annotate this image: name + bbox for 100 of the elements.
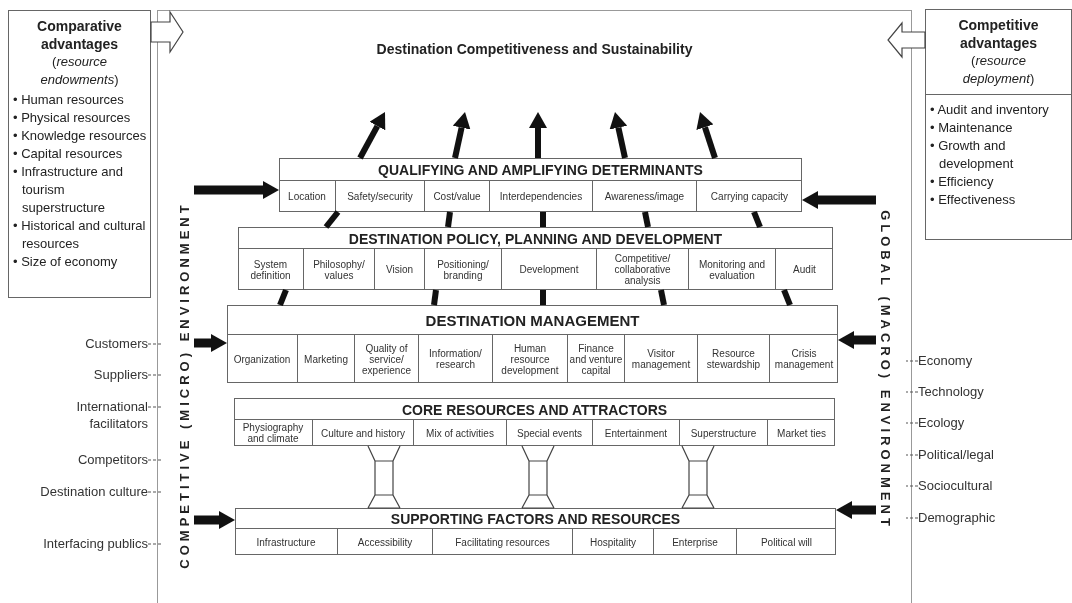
advantages-panel xyxy=(8,10,151,298)
connector-line xyxy=(642,211,651,228)
connector-line xyxy=(431,289,439,306)
factor-cell: Special events xyxy=(506,419,592,446)
factor-label: Suppliers xyxy=(40,366,148,383)
connector-line xyxy=(540,290,546,305)
bullet-item: • Growth and development xyxy=(930,137,1015,173)
factor-cell: Culture and history xyxy=(312,419,413,446)
section-panel xyxy=(234,398,835,446)
factor-cell: Development xyxy=(501,248,596,290)
bullet-item: • Knowledge resources xyxy=(13,127,148,145)
factor-cell: Visitor management xyxy=(624,334,697,383)
factor-cell: Carrying capacity xyxy=(696,180,802,212)
leader-line xyxy=(905,454,919,456)
leader-line xyxy=(905,485,919,487)
factor-cell: Mix of activities xyxy=(413,419,506,446)
bullet-item: • Efficiency xyxy=(930,173,995,191)
factor-cell: Hospitality xyxy=(572,528,653,555)
leader-line xyxy=(147,406,164,408)
connector-line xyxy=(781,288,793,307)
factor-label: Technology xyxy=(918,383,1068,400)
factor-cell: Accessibility xyxy=(337,528,432,555)
environment-label: GLOBAL (MACRO) ENVIRONMENT xyxy=(876,180,894,560)
connector-line xyxy=(323,210,341,229)
connector-line xyxy=(277,288,289,307)
hollow-arrow xyxy=(150,9,184,55)
factor-label: Ecology xyxy=(918,414,1068,431)
section-panel xyxy=(227,305,838,383)
factor-cell: Interdependencies xyxy=(489,180,592,212)
section-heading: DESTINATION MANAGEMENT xyxy=(424,311,641,331)
factor-label: Competitors xyxy=(40,451,148,468)
section-heading: DESTINATION POLICY, PLANNING AND DEVELOPMENT xyxy=(347,229,724,249)
arrow xyxy=(838,331,876,349)
factor-cell: Superstructure xyxy=(679,419,767,446)
panel-heading: Comparative advantages xyxy=(36,17,123,53)
environment-label: COMPETITIVE (MICRO) ENVIRONMENT xyxy=(176,170,194,600)
factor-label: Demographic xyxy=(918,509,1068,526)
factor-label: Political/legal xyxy=(918,446,1068,463)
factor-cell: Enterprise xyxy=(653,528,736,555)
leader-line xyxy=(905,360,919,362)
factor-label: Economy xyxy=(918,352,1068,369)
leader-line xyxy=(147,543,164,545)
factor-cell: Information/ research xyxy=(418,334,492,383)
arrow xyxy=(194,511,235,529)
bullet-item: • Historical and cultural resources xyxy=(13,217,147,253)
diagram-title: Destination Competitiveness and Sustainability xyxy=(375,41,694,57)
factor-cell: Infrastructure xyxy=(235,528,337,555)
bullet-item: • Physical resources xyxy=(13,109,132,127)
factor-cell: System definition xyxy=(238,248,303,290)
arrow xyxy=(609,112,628,159)
arrow xyxy=(194,181,279,199)
factor-label: International facilitators xyxy=(40,398,148,432)
bullet-item: • Size of economy xyxy=(13,253,119,271)
factor-cell: Facilitating resources xyxy=(432,528,572,555)
arrow xyxy=(836,501,876,519)
factor-cell: Cost/value xyxy=(424,180,489,212)
leader-line xyxy=(905,422,919,424)
section-heading: SUPPORTING FACTORS AND RESOURCES xyxy=(389,510,682,529)
factor-cell: Physiography and climate xyxy=(234,419,312,446)
factor-label: Sociocultural xyxy=(918,477,1068,494)
section-heading: QUALIFYING AND AMPLIFYING DETERMINANTS xyxy=(377,161,704,180)
factor-cell: Philosophy/ values xyxy=(303,248,374,290)
panel-subheading: (resource deployment) xyxy=(961,52,1036,88)
leader-line xyxy=(147,374,164,376)
factor-cell: Political will xyxy=(736,528,836,555)
factor-cell: Human resource development xyxy=(492,334,567,383)
connector-line xyxy=(445,211,453,228)
section-panel xyxy=(279,158,802,212)
bullet-item: • Infrastructure and tourism superstructure xyxy=(13,163,125,217)
connector-line xyxy=(751,210,763,229)
bullet-item: • Audit and inventory xyxy=(930,101,1050,119)
arrow xyxy=(452,112,471,159)
panel-subheading: (resource endowments) xyxy=(39,53,120,89)
connector-line xyxy=(658,289,667,306)
bullet-item: • Human resources xyxy=(13,91,125,109)
arrow xyxy=(357,112,386,160)
pillar-connector xyxy=(681,445,715,509)
factor-cell: Finance and venture capital xyxy=(567,334,624,383)
factor-cell: Quality of service/ experience xyxy=(354,334,418,383)
arrow xyxy=(529,112,547,158)
pillar-connector xyxy=(521,445,555,509)
bullet-item: • Maintenance xyxy=(930,119,1014,137)
advantages-panel xyxy=(925,9,1072,240)
factor-cell: Safety/security xyxy=(335,180,424,212)
factor-cell: Positioning/ branding xyxy=(424,248,501,290)
factor-cell: Market ties xyxy=(767,419,835,446)
factor-label: Destination culture xyxy=(40,483,148,517)
factor-cell: Vision xyxy=(374,248,424,290)
factor-cell: Location xyxy=(279,180,335,212)
arrow xyxy=(194,334,227,352)
pillar-connector xyxy=(367,445,401,509)
leader-line xyxy=(147,459,164,461)
factor-label: Customers xyxy=(40,335,148,352)
factor-cell: Entertainment xyxy=(592,419,679,446)
factor-cell: Monitoring and evaluation xyxy=(688,248,775,290)
leader-line xyxy=(905,391,919,393)
factor-cell: Awareness/image xyxy=(592,180,696,212)
arrow xyxy=(696,112,718,159)
hollow-arrow xyxy=(887,21,926,59)
factor-cell: Marketing xyxy=(297,334,354,383)
